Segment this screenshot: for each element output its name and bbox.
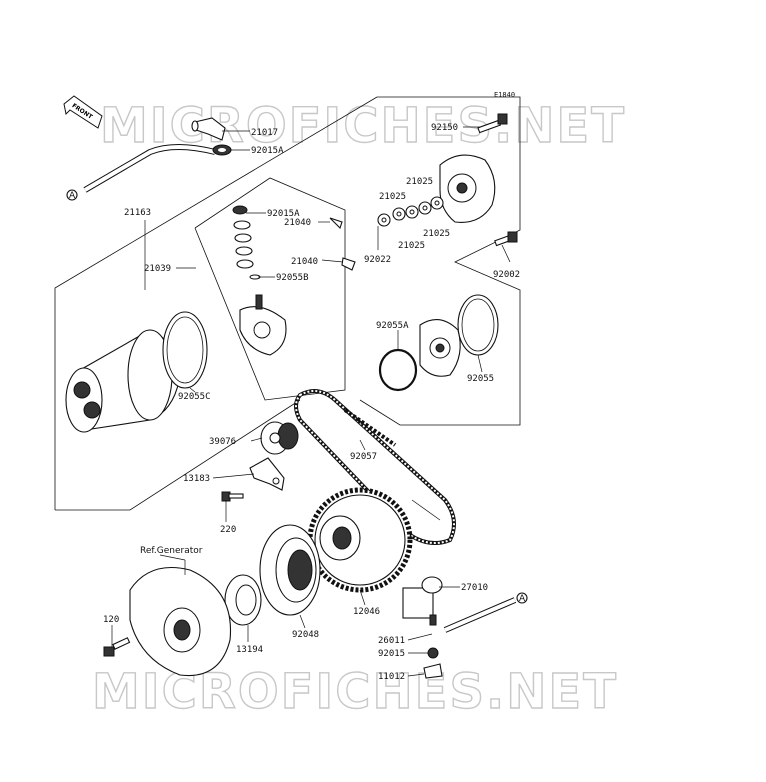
label-92015a-mid: 92015A xyxy=(267,209,300,219)
cable-boot xyxy=(191,117,226,141)
label-92015: 92015 xyxy=(378,649,405,659)
one-way-clutch xyxy=(224,574,262,626)
terminal-cable: A xyxy=(443,592,528,633)
label-92055b: 92055B xyxy=(276,273,309,283)
bolt-92002 xyxy=(494,231,518,247)
label-21025-a: 21025 xyxy=(406,177,433,187)
ref-generator-label: Ref.Generator xyxy=(140,546,203,556)
terminal-nut xyxy=(212,144,232,156)
diagram-code: E1840 xyxy=(494,91,515,99)
starter-clutch xyxy=(259,524,321,616)
label-92015a-top: 92015A xyxy=(251,146,284,156)
label-21163: 21163 xyxy=(124,208,151,218)
label-92057: 92057 xyxy=(350,452,377,462)
bolt-120 xyxy=(103,637,131,657)
leader-lines xyxy=(111,126,511,677)
label-92055: 92055 xyxy=(467,374,494,384)
connector-a-right: A xyxy=(519,594,526,604)
large-sprocket xyxy=(307,487,413,593)
washer-stack xyxy=(232,205,261,280)
assembly-frame-lines xyxy=(54,96,521,511)
label-220: 220 xyxy=(220,525,236,535)
label-27010: 27010 xyxy=(461,583,488,593)
label-92055c: 92055C xyxy=(178,392,211,402)
label-13194: 13194 xyxy=(236,645,263,655)
label-21025-c: 21025 xyxy=(398,241,425,251)
part-labels: 21017 92015A 21163 92015A 21040 21039 21… xyxy=(103,123,520,682)
label-92002: 92002 xyxy=(493,270,520,280)
label-39076: 39076 xyxy=(209,437,236,447)
label-21039: 21039 xyxy=(144,264,171,274)
starter-cable: A xyxy=(66,144,216,201)
label-92150: 92150 xyxy=(431,123,458,133)
label-120: 120 xyxy=(103,615,119,625)
label-26011: 26011 xyxy=(378,636,405,646)
drive-chain xyxy=(294,389,456,546)
shims xyxy=(377,196,444,227)
label-21025-b: 21025 xyxy=(379,192,406,202)
o-ring-92055c xyxy=(162,311,208,389)
starter-motor-body xyxy=(65,329,181,433)
cap-11012 xyxy=(423,663,443,679)
label-21040-bottom: 21040 xyxy=(291,257,318,267)
label-21040-top: 21040 xyxy=(284,218,311,228)
label-11012: 11012 xyxy=(378,672,405,682)
brush-lower xyxy=(341,257,356,271)
label-92048: 92048 xyxy=(292,630,319,640)
bolt-220 xyxy=(221,491,244,502)
watermark-bottom: MICROFICHES.NET xyxy=(92,664,618,720)
end-cover xyxy=(439,154,496,223)
o-ring-92055a xyxy=(378,348,418,392)
front-cover xyxy=(419,319,461,377)
label-92055a: 92055A xyxy=(376,321,409,331)
nut-92015 xyxy=(427,647,439,659)
brush-upper xyxy=(329,217,343,230)
starter-relay xyxy=(402,576,443,626)
bracket xyxy=(249,457,285,491)
connector-a-left: A xyxy=(69,191,76,201)
starter-sprocket xyxy=(260,421,299,455)
brush-holder xyxy=(239,294,287,356)
label-21025-d: 21025 xyxy=(423,229,450,239)
label-92022: 92022 xyxy=(364,255,391,265)
generator-rotor xyxy=(129,566,232,677)
bolt-92150 xyxy=(477,113,508,134)
front-arrow-icon: FRONT xyxy=(63,95,103,129)
label-12046: 12046 xyxy=(353,607,380,617)
o-ring-92055 xyxy=(457,294,499,356)
label-13183: 13183 xyxy=(183,474,210,484)
label-21017: 21017 xyxy=(251,128,278,138)
